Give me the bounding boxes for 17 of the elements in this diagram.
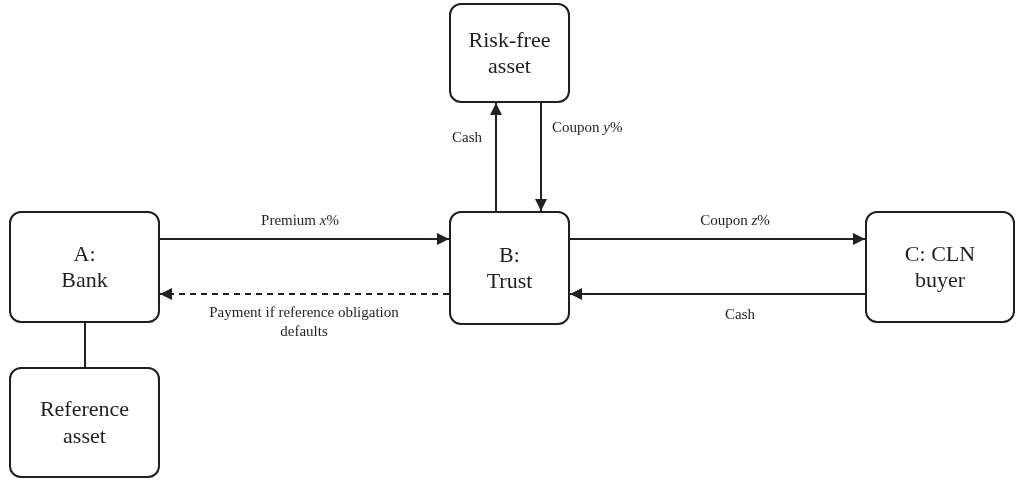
arrow — [159, 288, 450, 300]
node-text: C: CLN buyer — [903, 240, 977, 294]
node-text: B: Trust — [485, 241, 534, 295]
arrow — [569, 288, 866, 300]
arrow — [569, 233, 866, 245]
arrow — [490, 102, 502, 212]
rounded-box — [865, 211, 1015, 323]
arrow — [159, 233, 450, 245]
node-text: Reference asset — [38, 396, 131, 449]
rounded-box — [9, 367, 160, 478]
rounded-box — [9, 211, 160, 323]
arrow — [535, 102, 547, 212]
node-text: A: Bank — [60, 240, 109, 294]
rounded-box — [449, 211, 570, 325]
node-text: Risk-free asset — [467, 26, 552, 80]
connector-line — [84, 322, 86, 368]
rounded-box — [449, 3, 570, 103]
